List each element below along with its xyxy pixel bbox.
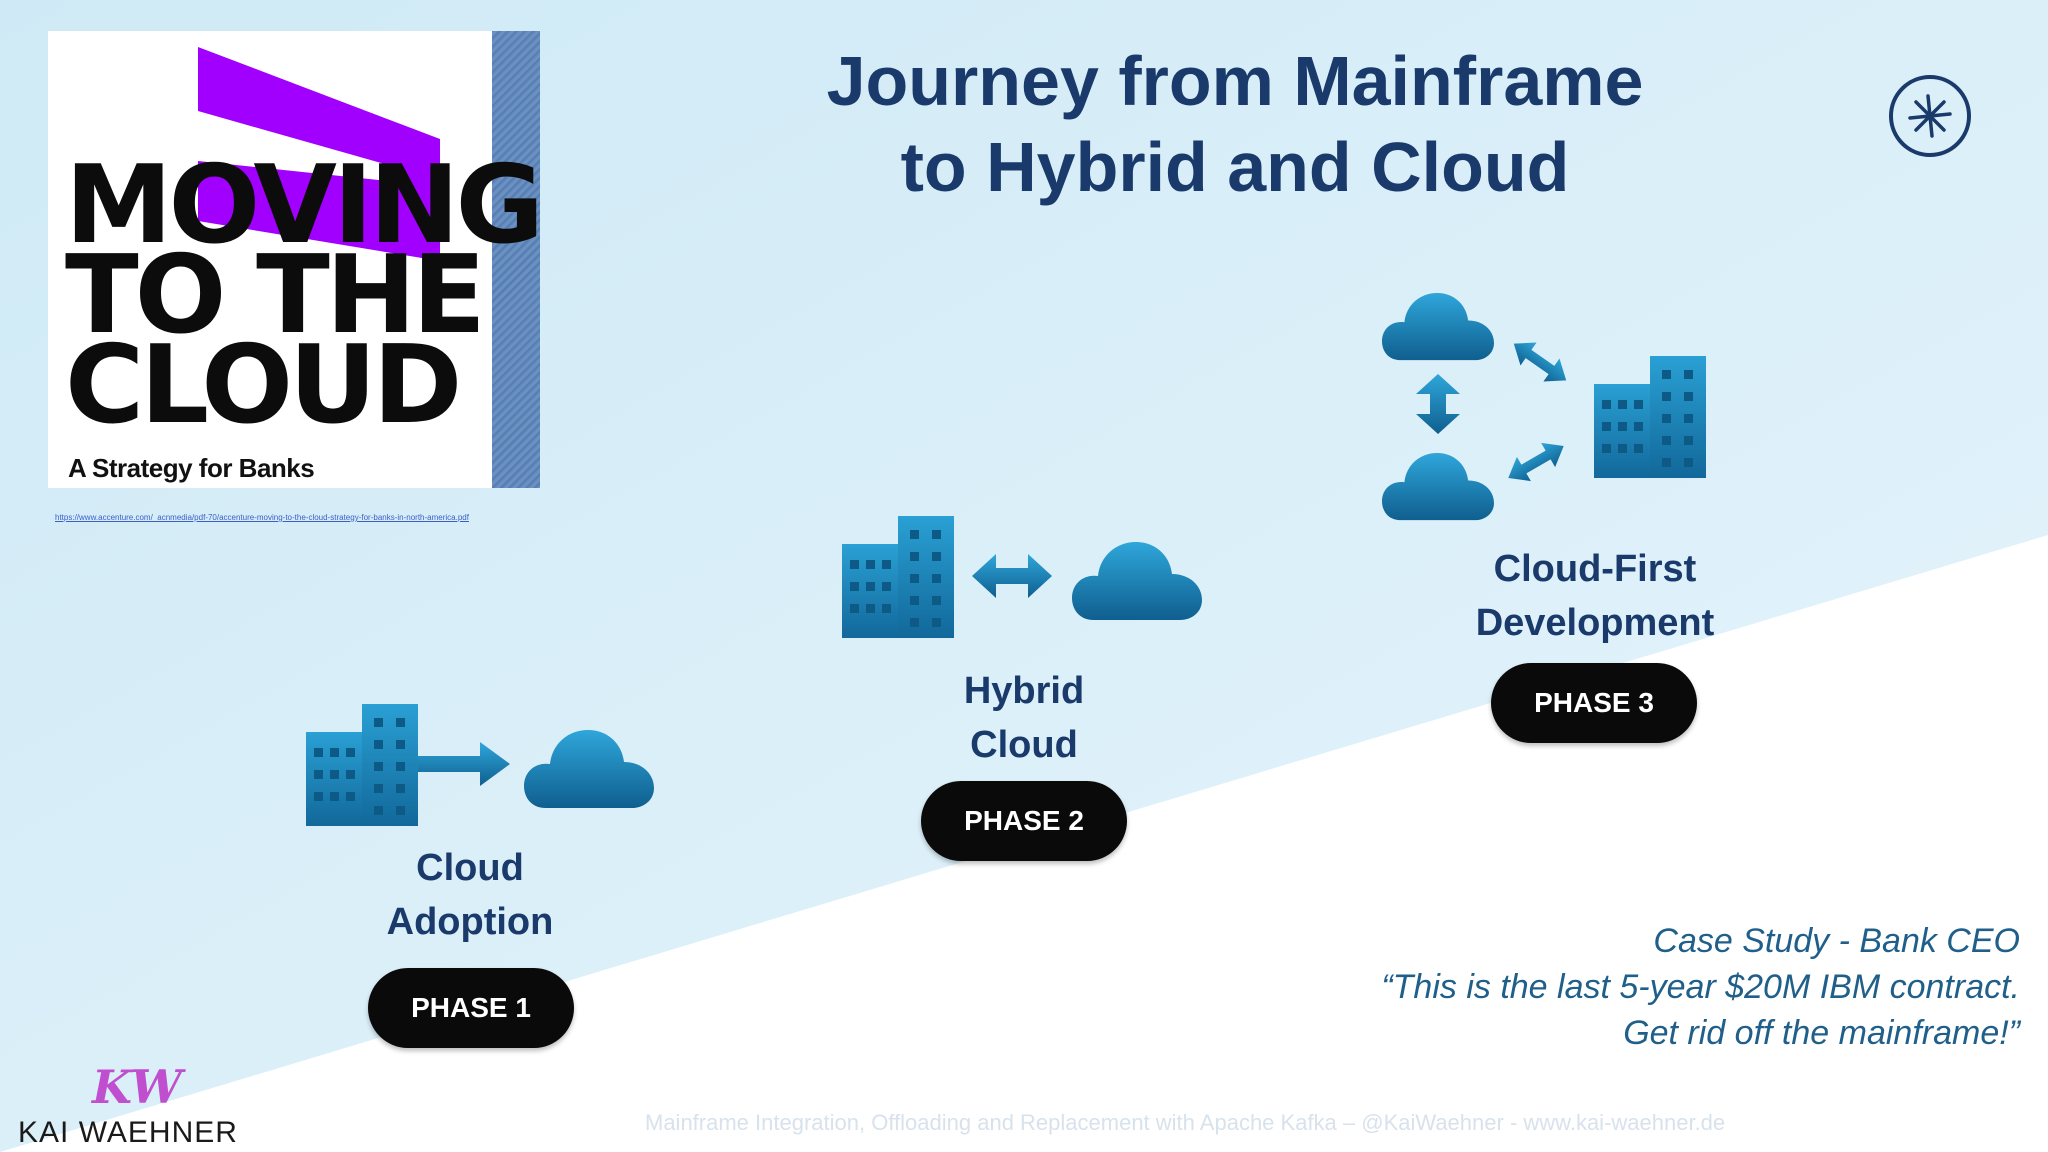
kai-waehner-logo: KW KAI WAEHNER: [18, 1060, 248, 1152]
quote-line1: Case Study - Bank CEO: [1653, 922, 2020, 960]
quote-line2: “This is the last 5-year $20M IBM contra…: [1381, 968, 2020, 1006]
arrow-left-right-icon: [972, 554, 1052, 598]
book-title-line3: CLOUD: [65, 323, 462, 448]
cloud-icon: [1072, 534, 1202, 622]
slide-title-line2: to Hybrid and Cloud: [900, 128, 1570, 206]
book-title-line1: MOVING: [65, 143, 540, 268]
quote-line3: Get rid off the mainframe!”: [1623, 1014, 2020, 1052]
phase1-label: Cloud Adoption: [330, 841, 610, 949]
slide-title-line1: Journey from Mainframe: [826, 42, 1644, 120]
phase3-label-line1: Cloud-First: [1493, 548, 1697, 590]
building-icon: [1594, 356, 1706, 478]
phase2-label: Hybrid Cloud: [884, 664, 1164, 772]
arrow-up-down-icon: [1416, 374, 1460, 434]
phase2-label-line2: Cloud: [970, 724, 1078, 766]
phase1-badge: PHASE 1: [368, 968, 574, 1048]
book-title-line2: TO THE: [65, 233, 486, 358]
phase3-label-line2: Development: [1475, 602, 1715, 644]
cloud-icon: [1382, 286, 1494, 362]
source-link[interactable]: https://www.accenture.com/_acnmedia/pdf-…: [55, 513, 469, 522]
arrow-diagonal-icon: [1508, 442, 1564, 482]
denim-texture: [492, 31, 540, 488]
phase3-badge: PHASE 3: [1491, 663, 1697, 743]
kw-logo-text: KAI WAEHNER: [18, 1116, 238, 1149]
phase2-badge: PHASE 2: [921, 781, 1127, 861]
phase2-label-line1: Hybrid: [963, 670, 1085, 712]
kw-monogram: KW: [92, 1060, 183, 1114]
arrow-right-icon: [418, 742, 510, 786]
building-icon: [306, 704, 418, 826]
slide-title: Journey from Mainframe to Hybrid and Clo…: [720, 38, 1750, 210]
case-study-quote: Case Study - Bank CEO “This is the last …: [1381, 918, 2020, 1056]
book-cover-image: MOVING TO THE CLOUD A Strategy for Banks: [48, 31, 540, 488]
phase1-label-line2: Adoption: [386, 901, 554, 943]
book-subtitle: A Strategy for Banks: [68, 453, 315, 483]
accenture-chevron-icon: [198, 47, 440, 261]
cloud-icon: [1382, 446, 1494, 522]
phase1-label-line1: Cloud: [416, 847, 524, 889]
phase3-label: Cloud-First Development: [1440, 542, 1750, 650]
arrow-diagonal-icon: [1513, 342, 1567, 382]
building-icon: [842, 516, 954, 638]
confluent-logo-icon: [1889, 75, 1971, 157]
cloud-icon: [524, 722, 654, 810]
footer-text: Mainframe Integration, Offloading and Re…: [645, 1110, 1726, 1135]
